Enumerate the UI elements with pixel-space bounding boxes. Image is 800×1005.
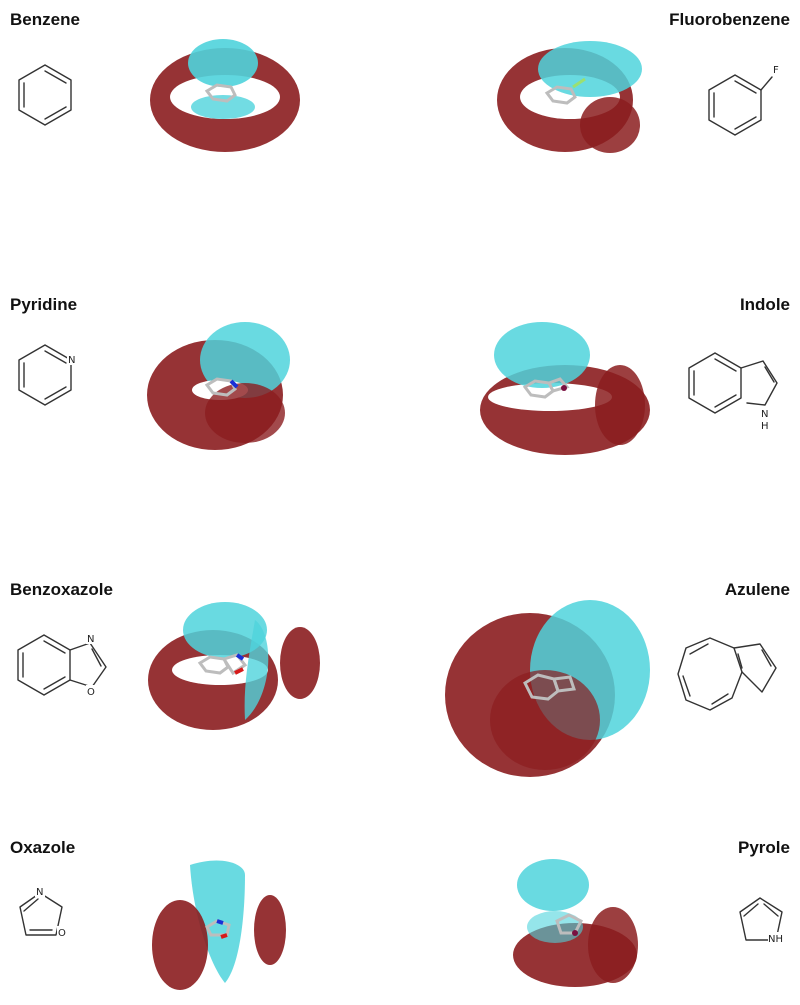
nitrogen-atom-label: N: [761, 409, 768, 420]
pyridine-esp-surface: [147, 322, 290, 450]
panel-oxazole: Oxazole N O: [0, 830, 400, 990]
oxygen-atom-label: O: [87, 687, 95, 698]
oxygen-atom-label: O: [58, 928, 66, 939]
fluorobenzene-structure-icon: F: [708, 65, 779, 136]
fluorobenzene-esp-surface: [497, 41, 642, 153]
pyridine-structure-icon: N: [18, 344, 77, 406]
panel-indole: Indole N H: [400, 285, 800, 485]
indole-structure-icon: N H: [688, 352, 778, 432]
pyrole-structure-icon: NH: [739, 897, 786, 945]
molecule-label: Azulene: [724, 580, 790, 599]
pyrole-esp-surface: [513, 859, 638, 987]
panel-azulene: Azulene: [400, 570, 800, 780]
molecule-label: Oxazole: [10, 838, 76, 857]
hydrogen-atom-label: H: [761, 421, 769, 432]
panel-pyridine: Pyridine N: [0, 285, 400, 485]
panel-benzene: Benzene: [0, 0, 400, 230]
fluorine-atom-label: F: [773, 65, 779, 76]
oxazole-esp-surface: [152, 860, 286, 990]
nitrogen-atom-label: N: [68, 355, 75, 366]
azulene-structure-icon: [677, 637, 777, 711]
molecule-label: Benzoxazole: [10, 580, 113, 599]
nitrogen-atom-label: N: [87, 634, 94, 645]
molecule-label: Indole: [739, 295, 790, 314]
benzene-esp-surface: [150, 39, 300, 152]
molecule-label: Benzene: [10, 10, 80, 29]
oxazole-structure-icon: N O: [19, 886, 67, 939]
panel-benzoxazole: Benzoxazole N O: [0, 570, 400, 780]
benzoxazole-esp-surface: [148, 602, 320, 730]
molecule-label: Pyridine: [10, 295, 78, 314]
azulene-esp-surface: [445, 600, 650, 777]
benzoxazole-structure-icon: N O: [17, 633, 107, 698]
panel-pyrole: Pyrole NH: [400, 830, 800, 987]
panel-fluorobenzene: Fluorobenzene F: [400, 0, 800, 230]
indole-esp-surface: [480, 322, 650, 455]
nitrogen-atom-label: N: [36, 887, 43, 898]
molecule-label: Fluorobenzene: [669, 10, 790, 29]
benzene-structure-icon: [18, 64, 72, 126]
molecule-label: Pyrole: [738, 838, 790, 857]
pyrole-nh-label: NH: [768, 934, 783, 945]
